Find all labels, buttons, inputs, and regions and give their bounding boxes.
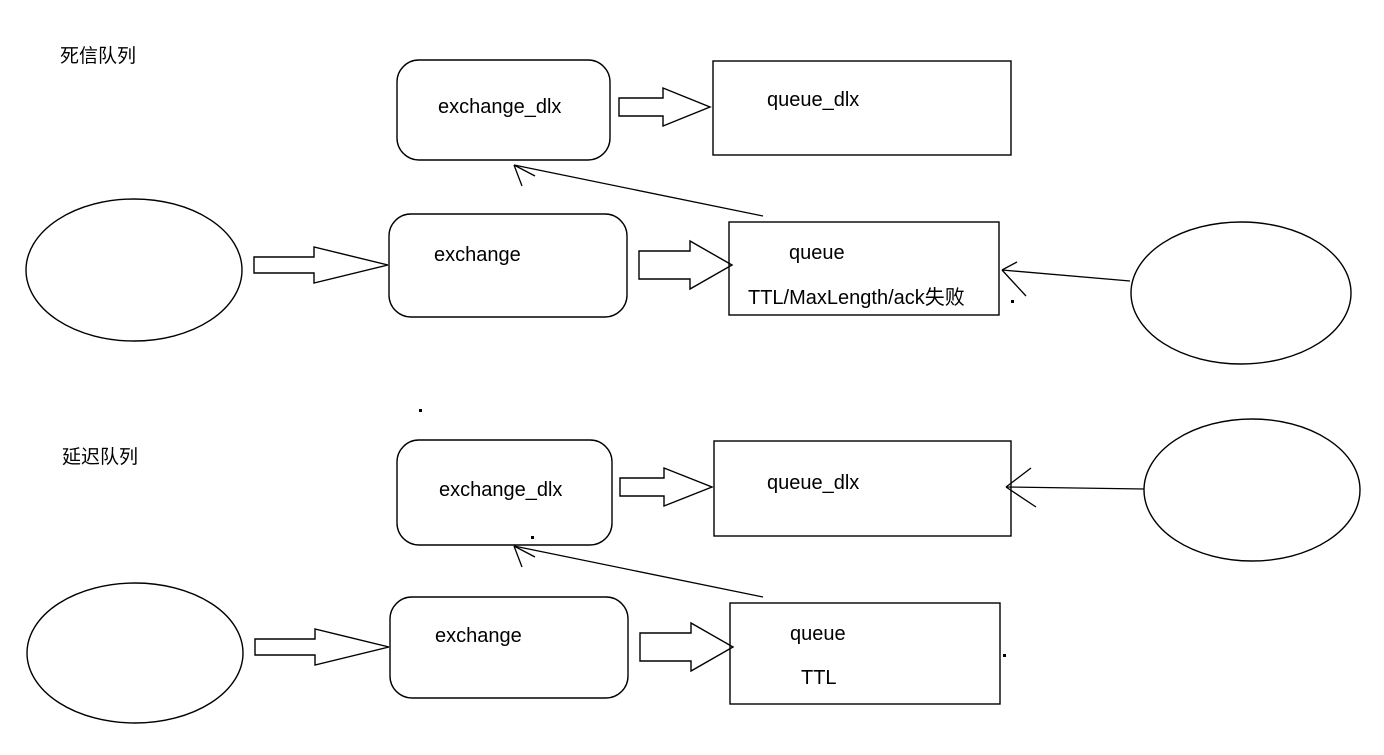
arrow-exchange-to-queue-top: [638, 239, 734, 291]
artifact-dot-top-right: [1011, 300, 1014, 303]
section-label-delay-queue: 延迟队列: [62, 447, 139, 468]
label-queue-bottom: queue: [790, 623, 846, 645]
label-exchange-top: exchange: [434, 244, 521, 266]
arrow-producer-to-exchange-bottom: [254, 628, 390, 666]
arrow-queue-to-exchange-dlx-top: [513, 164, 764, 217]
label-exchange-bottom: exchange: [435, 625, 522, 647]
label-queue-dlx-top: queue_dlx: [767, 89, 860, 111]
label-queue-bottom-sublabel: TTL: [801, 667, 837, 689]
node-consumer-ellipse-top[interactable]: [1130, 221, 1352, 365]
label-queue-top: queue: [789, 242, 845, 264]
arrow-exchange-dlx-to-queue-dlx-top: [618, 86, 712, 128]
label-exchange-dlx-top: exchange_dlx: [438, 96, 562, 118]
arrow-producer-to-exchange-top: [253, 246, 389, 284]
node-queue-dlx-top[interactable]: [712, 60, 1012, 156]
node-exchange-dlx-bottom[interactable]: [396, 439, 613, 546]
label-exchange-dlx-bottom: exchange_dlx: [439, 479, 563, 501]
label-queue-dlx-bottom: queue_dlx: [767, 472, 860, 494]
arrow-consumer-to-queue-top: [1001, 261, 1131, 297]
artifact-dot-exchange-dlx-bottom: [531, 536, 534, 539]
section-label-dead-letter-queue: 死信队列: [60, 46, 137, 67]
node-producer-ellipse-bottom[interactable]: [26, 582, 244, 724]
node-exchange-bottom[interactable]: [389, 596, 629, 699]
node-queue-dlx-bottom[interactable]: [713, 440, 1012, 537]
node-exchange-top[interactable]: [388, 213, 628, 318]
node-exchange-dlx-top[interactable]: [396, 59, 611, 161]
node-queue-top[interactable]: [728, 221, 1000, 316]
arrow-consumer-to-queue-dlx-bottom: [1005, 467, 1145, 508]
arrow-queue-to-exchange-dlx-bottom: [513, 545, 764, 598]
node-queue-bottom[interactable]: [729, 602, 1001, 705]
arrow-exchange-dlx-to-queue-dlx-bottom: [619, 466, 714, 508]
artifact-dot-bottom-right: [1003, 654, 1006, 657]
arrow-exchange-to-queue-bottom: [639, 621, 735, 673]
node-consumer-ellipse-bottom[interactable]: [1143, 418, 1361, 562]
artifact-dot-mid: [419, 409, 422, 412]
node-producer-ellipse-top[interactable]: [25, 198, 243, 342]
label-queue-top-sublabel: TTL/MaxLength/ack失败: [748, 287, 965, 309]
